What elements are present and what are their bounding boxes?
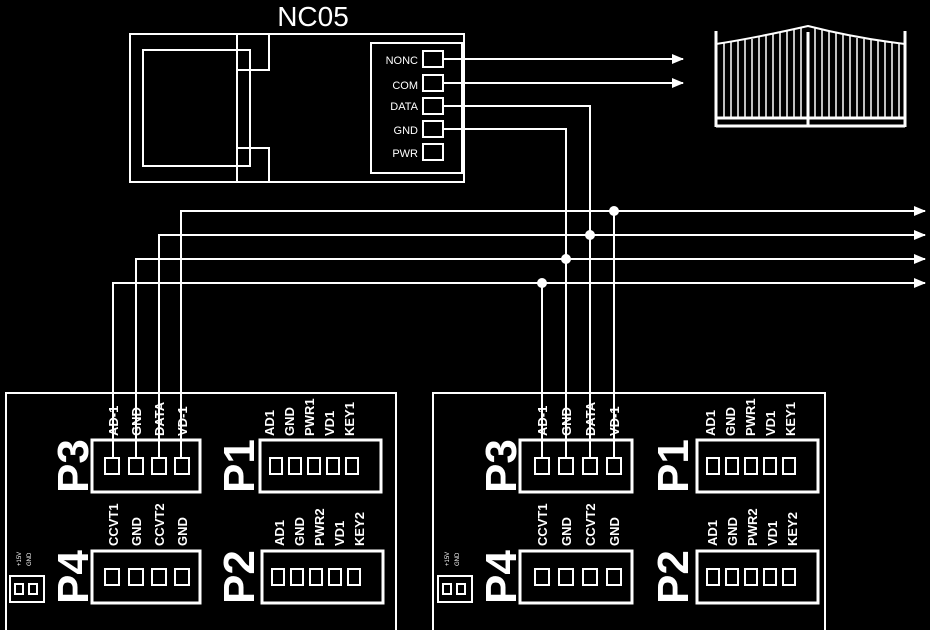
pin-label: PWR1 — [302, 398, 317, 436]
indoor-board-1: AD-1 GND DATA VD-1 P3 AD1 GND PWR1 VD1 K… — [5, 392, 397, 630]
pin-label: CCVT2 — [583, 503, 598, 546]
pin-label: GND — [559, 407, 574, 436]
p1-connector: AD1 GND PWR1 VD1 KEY1 P1 — [649, 398, 820, 494]
power-label: GND — [455, 552, 461, 566]
nc05-module: NC05 NONC COM DATA GND PWR — [129, 1, 465, 183]
module-terminal-labels: NONC COM DATA GND PWR — [386, 55, 419, 160]
p2-connector: AD1 GND PWR2 VD1 KEY2 P2 — [649, 508, 820, 605]
pin-label: VD1 — [763, 411, 778, 436]
terminal-label-pwr: PWR — [392, 148, 418, 160]
junction-dot — [585, 230, 595, 240]
pin-label: PWR1 — [743, 398, 758, 436]
power-label: GND — [27, 552, 33, 566]
terminal-label-data: DATA — [390, 101, 418, 113]
pin-label: KEY1 — [783, 402, 798, 436]
port-label-p3: P3 — [49, 439, 98, 493]
pin-label: GND — [559, 517, 574, 546]
p3-connector: AD-1 GND DATA VD-1 P3 — [477, 401, 634, 494]
pin-label: AD1 — [272, 520, 287, 546]
connection-wires — [112, 54, 926, 458]
gate-icon — [714, 24, 907, 128]
terminal-gnd — [422, 120, 444, 138]
power-label: +15V — [17, 552, 23, 566]
power-connector: +15V GND — [437, 552, 473, 603]
pin-label: DATA — [152, 401, 167, 436]
terminal-nonc — [422, 50, 444, 68]
terminal-label-com: COM — [392, 80, 418, 92]
port-label-p2: P2 — [215, 550, 264, 604]
pin-label: GND — [175, 517, 190, 546]
pin-label: AD1 — [705, 520, 720, 546]
pin-label: VD-1 — [175, 406, 190, 436]
pin-label: PWR2 — [312, 508, 327, 546]
pin-label: GND — [129, 407, 144, 436]
terminal-data — [422, 97, 444, 115]
module-terminal-squares — [422, 50, 444, 161]
junction-dot — [561, 254, 571, 264]
pin-label: KEY2 — [352, 512, 367, 546]
pin-label: GND — [725, 517, 740, 546]
port-label-p1: P1 — [215, 439, 264, 493]
pin-label: GND — [607, 517, 622, 546]
board-outline — [432, 392, 826, 630]
pin-label: AD1 — [262, 410, 277, 436]
bus-data — [158, 230, 926, 458]
pin-label: VD1 — [765, 521, 780, 546]
module-relay-block — [142, 49, 251, 167]
pin-label: KEY1 — [342, 402, 357, 436]
terminal-pwr — [422, 143, 444, 161]
terminal-label-gnd: GND — [394, 125, 419, 137]
pin-label: CCVT1 — [106, 503, 121, 546]
port-label-p4: P4 — [477, 550, 526, 604]
module-outline — [129, 33, 465, 183]
module-terminal-block — [370, 42, 463, 174]
pin-label: AD-1 — [535, 406, 550, 436]
port-label-p1: P1 — [649, 439, 698, 493]
pin-label: DATA — [583, 401, 598, 436]
pin-label: AD1 — [703, 410, 718, 436]
indoor-board-2: AD-1 GND DATA VD-1 P3 AD1 GND PWR1 VD1 K… — [432, 392, 826, 630]
p4-connector: CCVT1 GND CCVT2 GND P4 — [49, 503, 202, 605]
p4-connector: CCVT1 GND CCVT2 GND P4 — [477, 503, 634, 605]
port-label-p4: P4 — [49, 550, 98, 604]
terminal-com — [422, 74, 444, 92]
junction-dot — [609, 206, 619, 216]
power-label: +15V — [445, 552, 451, 566]
terminal-label-nonc: NONC — [386, 55, 418, 67]
pin-label: GND — [292, 517, 307, 546]
pin-label: GND — [282, 407, 297, 436]
p1-connector: AD1 GND PWR1 VD1 KEY1 P1 — [215, 398, 383, 494]
pin-label: PWR2 — [745, 508, 760, 546]
pin-label: VD-1 — [607, 406, 622, 436]
board-outline — [5, 392, 397, 630]
pin-label: CCVT2 — [152, 503, 167, 546]
bus-gnd — [135, 254, 926, 458]
pin-label: CCVT1 — [535, 503, 550, 546]
pin-label: GND — [129, 517, 144, 546]
p2-connector: AD1 GND PWR2 VD1 KEY2 P2 — [215, 508, 385, 605]
port-label-p3: P3 — [477, 439, 526, 493]
wire-module-data — [443, 105, 591, 458]
wire-module-gnd — [443, 128, 567, 458]
port-label-p2: P2 — [649, 550, 698, 604]
junction-dot — [537, 278, 547, 288]
module-title: NC05 — [277, 1, 349, 32]
p3-connector: AD-1 GND DATA VD-1 P3 — [49, 401, 202, 494]
pin-label: KEY2 — [785, 512, 800, 546]
pin-label: AD-1 — [106, 406, 121, 436]
pin-label: VD1 — [322, 411, 337, 436]
bus-vd — [180, 206, 926, 458]
power-connector: +15V GND — [9, 552, 45, 603]
bus-ad — [112, 278, 926, 458]
pin-label: VD1 — [332, 521, 347, 546]
pin-label: GND — [723, 407, 738, 436]
module-internal-lines — [236, 34, 270, 182]
